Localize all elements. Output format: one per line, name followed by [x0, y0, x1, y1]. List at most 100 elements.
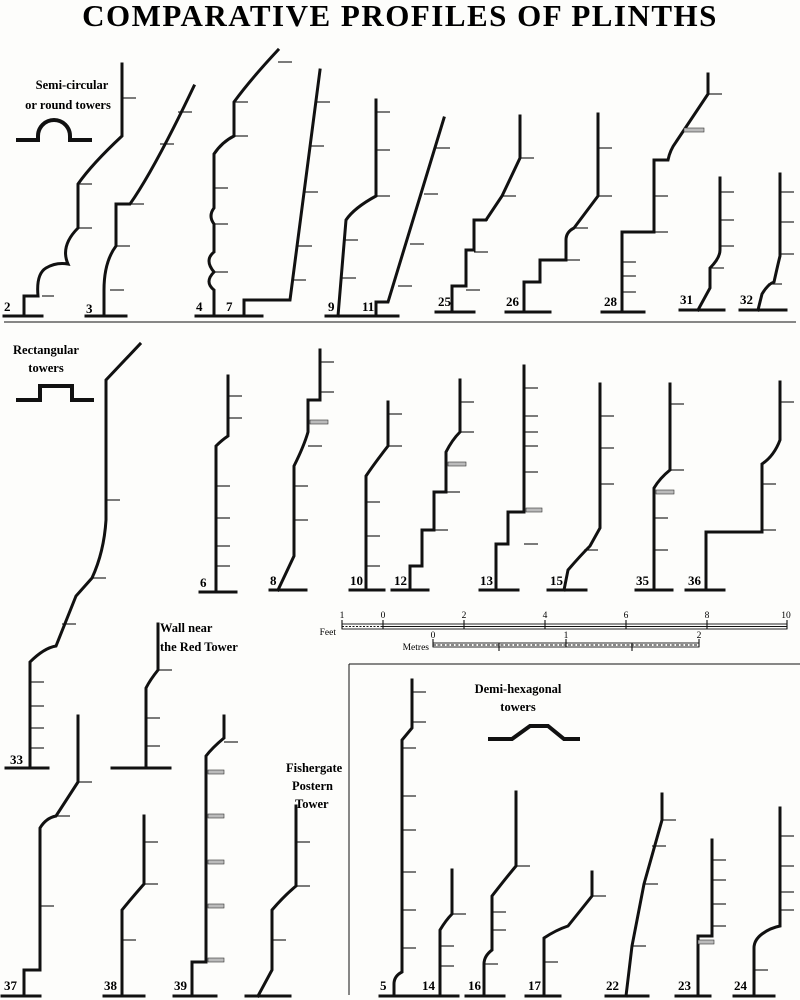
profile-wall-red-tower	[110, 622, 172, 770]
metres-tick-label: 1	[564, 631, 569, 641]
plinth-profile-line	[524, 870, 594, 998]
profile-39: 39	[172, 714, 238, 998]
profile-number: 9	[328, 299, 335, 314]
profile-16: 16	[464, 790, 530, 998]
feet-tick-label: 4	[543, 611, 548, 621]
plinth-profile-line	[674, 838, 714, 998]
profile-fishergate	[244, 804, 310, 999]
string-course	[309, 419, 329, 425]
plinth-profile-line	[224, 68, 322, 318]
profile-14: 14	[420, 868, 466, 998]
plinth-profile-line	[546, 382, 602, 592]
section-label-line2: towers	[28, 361, 64, 375]
semicircle-plan-icon	[16, 118, 92, 142]
profile-number: 17	[528, 978, 542, 993]
string-course	[207, 957, 225, 963]
profile-number: 36	[688, 573, 702, 588]
string-course	[655, 489, 675, 495]
plinth-profile-line	[2, 62, 124, 318]
string-course	[447, 461, 467, 467]
profile-number: 39	[174, 978, 188, 993]
plinth-profile-line	[102, 814, 146, 998]
page-title: COMPARATIVE PROFILES OF PLINTHS	[82, 0, 718, 33]
metres-label: Metres	[403, 643, 430, 653]
string-course	[683, 127, 705, 133]
feet-ticks	[341, 620, 788, 629]
profile-number: 7	[226, 299, 233, 314]
caption-line: Fishergate	[286, 761, 343, 775]
plinth-profile-line	[84, 84, 196, 318]
hexagon-plan-icon	[488, 724, 580, 741]
plinth-profile-line	[390, 378, 462, 592]
rectangular-section-label: Rectangular towers	[13, 343, 94, 402]
profile-number: 23	[678, 978, 692, 993]
section-label-line1: Semi-circular	[36, 78, 109, 92]
profile-number: 8	[270, 573, 277, 588]
profile-number: 32	[740, 292, 753, 307]
profile-8: 8	[268, 348, 334, 592]
plinth-profile-line	[0, 714, 80, 998]
profile-28: 28	[600, 72, 722, 314]
profile-number: 37	[4, 978, 18, 993]
string-course	[207, 859, 225, 865]
plinth-profile-line	[738, 172, 788, 312]
profile-10: 10	[348, 400, 402, 592]
caption-line: Tower	[295, 797, 329, 811]
profile-number: 31	[680, 292, 693, 307]
plinth-profile-line	[360, 116, 446, 318]
rectangle-plan-icon	[16, 384, 94, 402]
plinth-profile-line	[194, 47, 281, 318]
profile-number: 28	[604, 294, 618, 309]
plinth-profile-line	[198, 374, 238, 594]
plinth-profile-line	[684, 380, 782, 592]
section-label-line1: Rectangular	[13, 343, 79, 357]
plinth-profile-line	[268, 348, 322, 592]
profile-11: 11	[360, 116, 450, 318]
profile-32: 32	[738, 172, 794, 312]
profile-35: 35	[634, 382, 684, 592]
profile-number: 12	[394, 573, 407, 588]
profile-33: 33	[4, 341, 143, 770]
profile-number: 2	[4, 299, 11, 314]
profile-7: 7	[224, 68, 330, 318]
plinth-profile-line	[4, 341, 143, 770]
profile-number: 16	[468, 978, 482, 993]
feet-tick-label: 2	[462, 611, 467, 621]
string-course	[207, 813, 225, 819]
plinth-profile-line	[378, 678, 422, 998]
string-course	[207, 769, 225, 775]
profile-13: 13	[478, 364, 543, 592]
plinth-profile-line	[732, 806, 782, 998]
profile-17: 17	[524, 870, 606, 998]
profile-number: 14	[422, 978, 436, 993]
profile-number: 15	[550, 573, 564, 588]
plinth-profile-line	[504, 112, 600, 314]
metres-tick-label: 2	[697, 631, 702, 641]
section-label-line2: or round towers	[25, 98, 111, 112]
profile-number: 38	[104, 978, 118, 993]
profile-number: 10	[350, 573, 363, 588]
profile-number: 13	[480, 573, 494, 588]
profile-3: 3	[84, 84, 196, 318]
plinth-profile-line	[172, 714, 226, 998]
string-course	[525, 507, 543, 513]
demihexagonal-section-label: Demi-hexagonal towers	[475, 682, 580, 741]
profile-15: 15	[546, 382, 614, 592]
feet-tick-label: 8	[705, 611, 710, 621]
plinth-profile-line	[324, 98, 378, 318]
fishergate-caption: Fishergate Postern Tower	[286, 761, 343, 811]
profile-38: 38	[102, 814, 158, 998]
caption-line: Wall near	[160, 621, 213, 635]
semicircular-section-label: Semi-circular or round towers	[16, 78, 111, 142]
plinth-profile-line	[244, 804, 298, 999]
profile-26: 26	[504, 112, 612, 314]
feet-tick-label: 0	[381, 611, 386, 621]
profile-number: 35	[636, 573, 650, 588]
profile-12: 12	[390, 378, 474, 592]
metres-tick-label: 0	[431, 631, 436, 641]
plinth-profile-line	[464, 790, 518, 998]
profile-24: 24	[732, 806, 794, 998]
profile-6: 6	[198, 374, 242, 594]
profile-number: 6	[200, 575, 207, 590]
profile-number: 33	[10, 752, 24, 767]
